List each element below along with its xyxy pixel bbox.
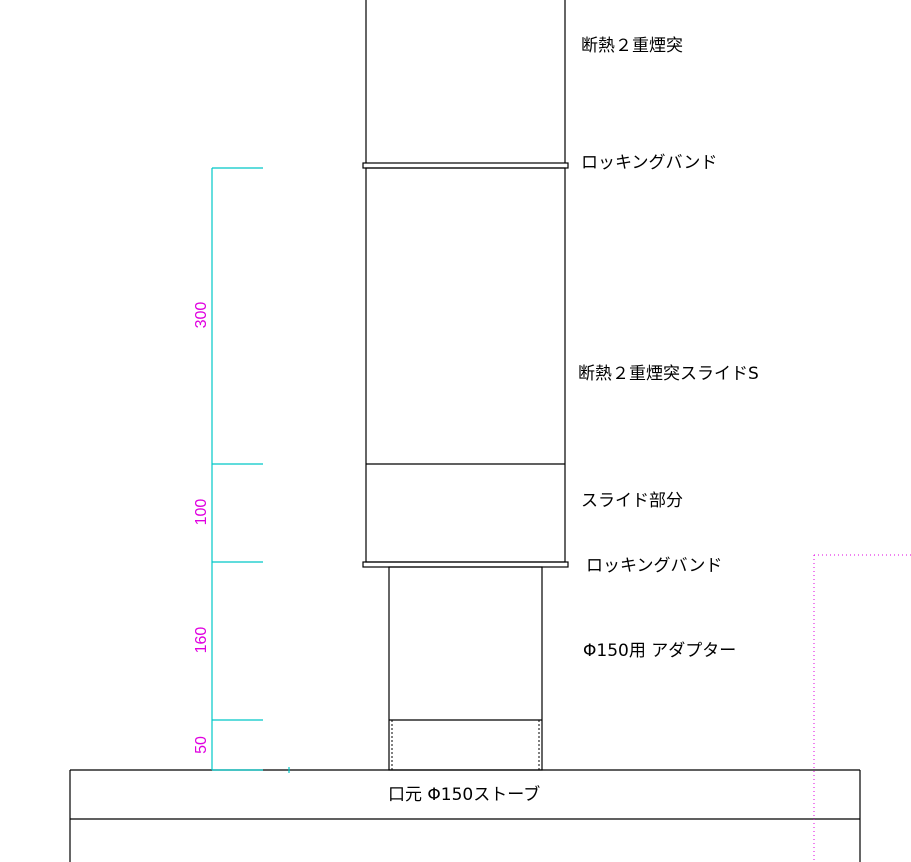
locking-band-lower bbox=[362, 561, 569, 568]
dimension-100: 100 bbox=[193, 498, 210, 526]
label-locking-band-upper: ロッキングバンド bbox=[581, 153, 718, 173]
label-slide-part: スライド部分 bbox=[581, 491, 683, 511]
slide-pipe bbox=[365, 167, 566, 563]
dimension-160: 160 bbox=[193, 626, 210, 654]
dimension-300: 300 bbox=[193, 301, 210, 329]
label-chimney: 断熱２重煙突 bbox=[581, 36, 683, 56]
magenta-guide bbox=[813, 554, 911, 862]
adapter bbox=[388, 566, 543, 771]
dimension-50: 50 bbox=[193, 736, 210, 754]
label-stove: 口元 Φ150ストーブ bbox=[388, 785, 541, 805]
label-locking-band-lower: ロッキングバンド bbox=[586, 556, 723, 576]
dimension-lines bbox=[211, 167, 290, 773]
label-chimney-slide: 断熱２重煙突スライドS bbox=[578, 364, 759, 384]
label-adapter: Φ150用 アダプター bbox=[583, 641, 737, 661]
locking-band-upper bbox=[362, 162, 569, 169]
